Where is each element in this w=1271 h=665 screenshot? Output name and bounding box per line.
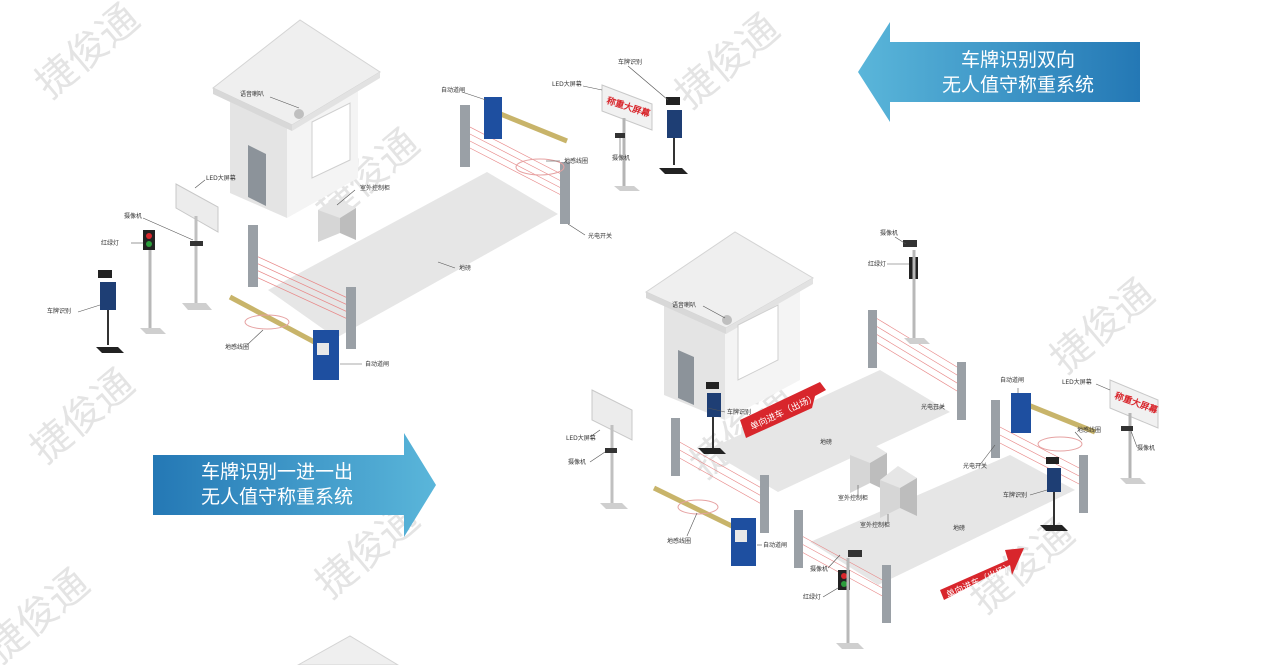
outdoor-cabinet-2b <box>880 466 917 518</box>
label-light-switch-center-2: 光电开关 <box>921 403 945 411</box>
label-led-screen-top-1: LED大屏幕 <box>552 80 582 88</box>
label-camera-bottom-2: 摄像机 <box>810 565 828 573</box>
label-plate-recog-left-1: 车牌识别 <box>47 307 71 315</box>
guard-booth-partial <box>296 635 399 665</box>
label-auto-barrier-bottom-1: 自动道闸 <box>365 360 389 368</box>
label-horn-1: 语音喇叭 <box>240 90 264 98</box>
scene-bidirectional: 称重大屏幕 <box>566 229 1160 649</box>
camera-traffic-top-2 <box>903 240 930 344</box>
label-cabinet-1-2: 室外控制柜 <box>838 494 868 502</box>
label-light-switch-right-2: 光电开关 <box>963 462 987 470</box>
watermark-1: 捷俊通 <box>27 0 148 108</box>
weighing-sign-right-2: 称重大屏幕 <box>1109 379 1160 484</box>
label-led-screen-left-1: LED大屏幕 <box>206 174 236 182</box>
label-plate-recog-right-2: 车牌识别 <box>1003 491 1027 499</box>
plate-recognizer-right-2 <box>1040 457 1068 531</box>
label-led-screen-left-2: LED大屏幕 <box>566 434 596 442</box>
banner-one-in-one-out-line2: 无人值守称重系统 <box>201 486 353 508</box>
label-plate-recog-top-1: 车牌识别 <box>618 58 642 66</box>
label-cabinet-2-2: 室外控制柜 <box>860 521 890 529</box>
label-loop-bottom-1: 地感线圈 <box>225 343 249 351</box>
guard-booth <box>212 19 381 218</box>
label-loop-right-2: 地感线圈 <box>1077 426 1101 434</box>
label-scale-bottom-2: 地磅 <box>953 524 965 532</box>
watermark-4: 捷俊通 <box>22 360 143 472</box>
scale-platform-lower <box>810 455 1075 585</box>
auto-barrier-bottom <box>228 294 339 380</box>
banner-bidirectional-line1: 车牌识别双向 <box>961 49 1075 71</box>
auto-barrier-left-2 <box>652 485 756 566</box>
traffic-light-bottom-2 <box>836 550 864 649</box>
led-screen-left-2 <box>591 389 633 509</box>
label-camera-left-2: 摄像机 <box>568 458 586 466</box>
plate-recognizer-top <box>659 97 688 174</box>
label-plate-recog-center-2: 车牌识别 <box>727 408 751 416</box>
label-traffic-light-1: 红绿灯 <box>101 239 119 247</box>
label-auto-barrier-top-1: 自动道闸 <box>441 86 465 94</box>
scene-one-in-one-out: 称重大屏幕 <box>47 19 688 380</box>
auto-barrier-top <box>484 97 568 144</box>
watermark-9: 捷俊通 <box>0 560 98 665</box>
label-light-switch-1: 光电开关 <box>588 232 612 240</box>
banner-bidirectional-line2: 无人值守称重系统 <box>942 74 1094 96</box>
label-horn-2: 语音喇叭 <box>672 301 696 309</box>
banner-bidirectional: 车牌识别双向 无人值守称重系统 <box>858 22 1140 122</box>
label-scale-1: 地磅 <box>459 264 471 272</box>
watermark-3: 捷俊通 <box>667 5 788 117</box>
outdoor-cabinet <box>318 198 356 242</box>
label-camera-left-1: 摄像机 <box>124 212 142 220</box>
led-screen-left <box>175 183 219 310</box>
auto-barrier-right-2 <box>1011 393 1096 435</box>
label-scale-top-2: 地磅 <box>820 438 832 446</box>
traffic-light-left <box>140 230 166 334</box>
label-camera-top-1: 摄像机 <box>612 154 630 162</box>
guard-booth-2 <box>644 231 814 420</box>
label-traffic-light-bottom-2: 红绿灯 <box>803 593 821 601</box>
watermark-7: 捷俊通 <box>1042 270 1163 382</box>
weighing-sign-top: 称重大屏幕 <box>601 84 653 191</box>
banner-one-in-one-out: 车牌识别一进一出 无人值守称重系统 <box>153 433 436 537</box>
plate-recognizer-left <box>96 270 124 353</box>
plate-recognizer-center-2 <box>698 382 726 454</box>
label-loop-top-1: 地感线圈 <box>564 157 588 165</box>
label-traffic-light-top-2: 红绿灯 <box>868 260 886 268</box>
scale-platform-upper <box>707 370 950 492</box>
label-camera-top-2: 摄像机 <box>880 229 898 237</box>
label-outdoor-cabinet-1: 室外控制柜 <box>360 184 390 192</box>
label-auto-barrier-left-2: 自动道闸 <box>763 541 787 549</box>
scale-platform <box>268 172 558 338</box>
banner-one-in-one-out-line1: 车牌识别一进一出 <box>201 461 353 483</box>
label-auto-barrier-right-2: 自动道闸 <box>1000 376 1024 384</box>
label-loop-left-2: 地感线圈 <box>667 537 691 545</box>
label-camera-right-2: 摄像机 <box>1137 444 1155 452</box>
label-led-screen-right-2: LED大屏幕 <box>1062 378 1092 386</box>
